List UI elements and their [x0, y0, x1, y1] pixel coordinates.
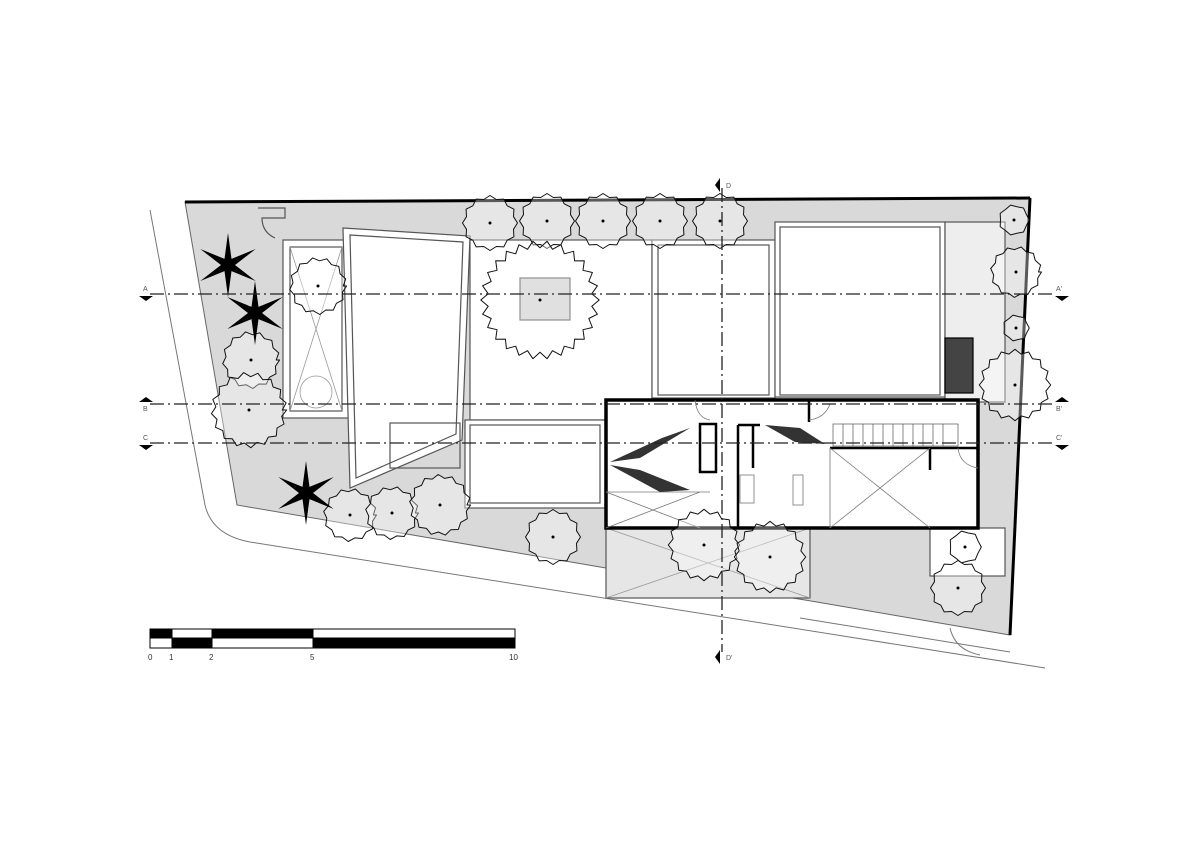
tree-trunk-icon [247, 408, 251, 412]
section-c-end-label: C' [1056, 435, 1062, 442]
scale-tick-2: 2 [209, 653, 214, 662]
tree-trunk-icon [1014, 270, 1018, 274]
trees [200, 193, 1052, 616]
palm-tree-icon [278, 461, 334, 525]
tree-trunk-icon [316, 284, 320, 288]
tree-trunk-icon [601, 219, 605, 223]
property-line-north [184, 196, 1031, 204]
tree-trunk-icon [545, 219, 549, 223]
tree-trunk-icon [963, 545, 967, 549]
scale-tick-1: 1 [169, 653, 174, 662]
tree-trunk-icon [1013, 383, 1017, 387]
house [604, 398, 980, 530]
scale-tick-10: 10 [509, 653, 518, 662]
tree-trunk-icon [718, 219, 722, 223]
section-a-label: A [143, 286, 148, 293]
tree-trunk-icon [1012, 218, 1016, 222]
tree-trunk-icon [249, 358, 253, 362]
section-markers [139, 178, 1069, 664]
tree-trunk-icon [390, 511, 394, 515]
tree-trunk-icon [768, 555, 772, 559]
pool-x [289, 246, 811, 599]
tree-trunk-icon [551, 535, 555, 539]
tree-trunk-icon [438, 503, 442, 507]
scale-tick-0: 0 [148, 653, 153, 662]
section-a-end-label: A' [1056, 286, 1062, 293]
section-d-label: D [726, 183, 731, 190]
section-lines [150, 188, 1055, 652]
tree-trunk-icon [488, 221, 492, 225]
tree-trunk-icon [702, 543, 706, 547]
scale-tick-5: 5 [310, 653, 315, 662]
tree-trunk-icon [1014, 326, 1018, 330]
street-lines [149, 209, 1046, 669]
palm-tree-icon [200, 233, 256, 297]
palm-tree-icon [227, 281, 283, 345]
section-d-end-label: D' [726, 655, 732, 662]
tree-trunk-icon [658, 219, 662, 223]
section-b-label: B [143, 406, 148, 413]
scale-bar [149, 628, 516, 649]
tree-trunk-icon [348, 513, 352, 517]
section-c-label: C [143, 435, 148, 442]
tree-trunk-icon [956, 586, 960, 590]
tree-trunk-icon [538, 298, 542, 302]
section-b-end-label: B' [1056, 406, 1062, 413]
stair [832, 423, 959, 447]
